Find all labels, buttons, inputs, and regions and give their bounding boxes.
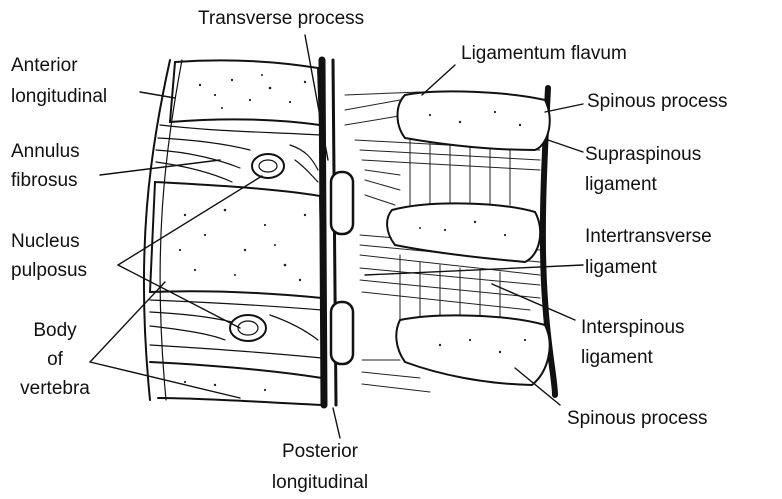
label-annulus-fibrosus-line1: Annulus (11, 140, 80, 163)
label-spinous-process-bottom: Spinous process (567, 407, 707, 430)
lower-vertebral-body (150, 362, 324, 405)
spinous-process-upper (398, 91, 550, 150)
spinous-process-lower (396, 315, 549, 385)
label-ligamentum-flavum: Ligamentum flavum (461, 42, 627, 65)
label-spinous-process-top: Spinous process (587, 90, 727, 113)
label-intertransverse-ligament-line1: Intertransverse (585, 225, 712, 248)
transverse-process-lower (331, 302, 353, 364)
upper-vertebral-body (170, 60, 320, 125)
posterior-longitudinal-ligament (322, 60, 324, 405)
label-annulus-fibrosus-line2: fibrosus (11, 169, 78, 192)
label-body-of-vertebra-line2: of (20, 348, 90, 371)
lower-disc-annulus (150, 300, 322, 358)
label-anterior-longitudinal-line2: longitudinal (11, 85, 107, 108)
middle-vertebral-body (150, 182, 322, 298)
upper-nucleus-pulposus (252, 154, 284, 178)
label-interspinous-ligament-line1: Interspinous (581, 316, 685, 339)
label-supraspinous-ligament-line2: ligament (585, 173, 657, 196)
transverse-process-upper (331, 172, 353, 234)
lower-nucleus-pulposus (230, 315, 266, 341)
label-interspinous-ligament-line2: ligament (581, 346, 653, 369)
label-transverse-process: Transverse process (198, 7, 364, 30)
label-body-of-vertebra-line1: Body (20, 319, 90, 342)
label-supraspinous-ligament-line1: Supraspinous (585, 143, 701, 166)
upper-disc-annulus (156, 125, 320, 182)
label-posterior-longitudinal-line2: longitudinal (245, 471, 395, 494)
label-nucleus-pulposus-line1: Nucleus (11, 230, 80, 253)
label-intertransverse-ligament-line2: ligament (585, 256, 657, 279)
label-nucleus-pulposus-line2: pulposus (11, 259, 87, 282)
label-body-of-vertebra-line3: vertebra (20, 377, 90, 400)
label-anterior-longitudinal-line1: Anterior (11, 54, 78, 77)
label-posterior-longitudinal-line1: Posterior (245, 440, 395, 463)
anterior-column-outline (144, 60, 170, 400)
spinous-process-middle (387, 203, 540, 262)
